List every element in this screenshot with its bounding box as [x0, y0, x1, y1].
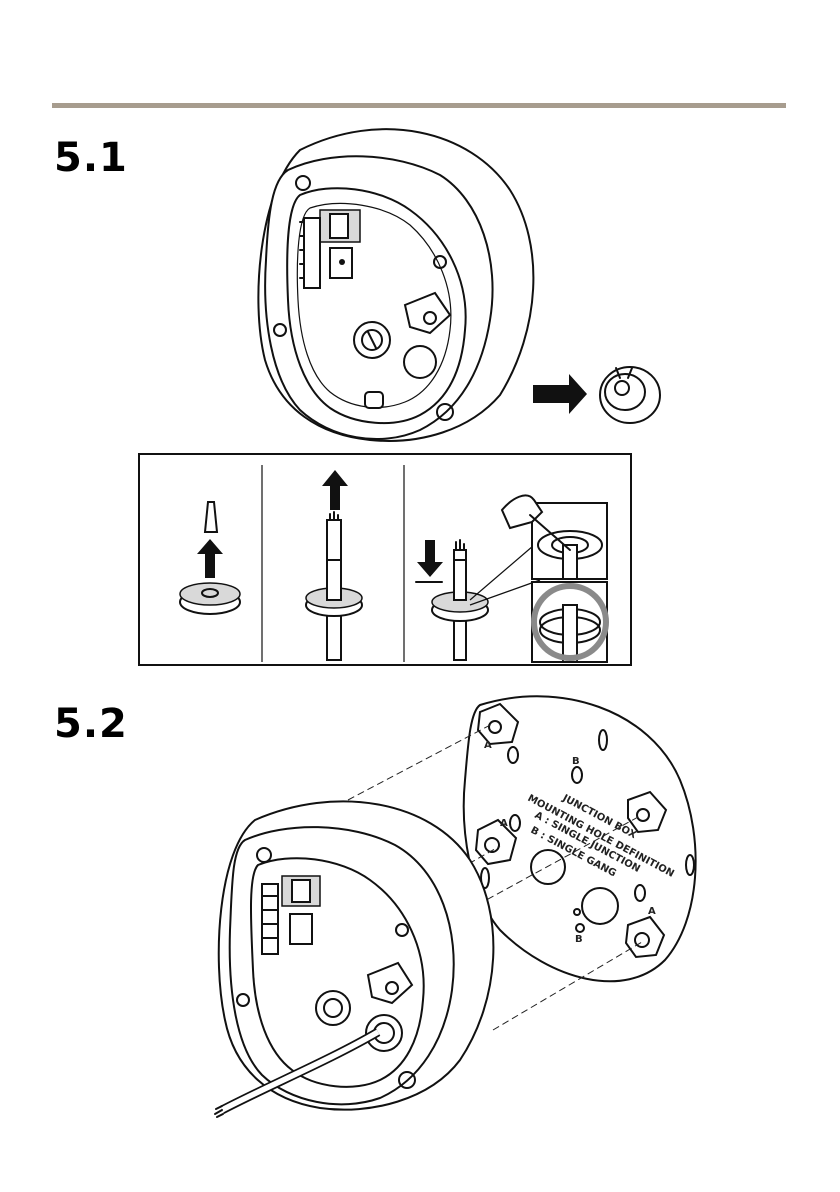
plate-mark-a-3: A — [648, 906, 656, 917]
junction-box-bottom — [219, 801, 494, 1109]
mounting-plate: JUNCTION BOX MOUNTING HOLE DEFINITION A … — [464, 696, 696, 981]
plate-mark-b-1: B — [572, 756, 580, 767]
arrow-right-icon — [533, 374, 587, 414]
junction-box-top — [258, 129, 533, 441]
removed-grommet — [600, 367, 660, 423]
plate-mark-b-2: B — [575, 934, 583, 945]
arrow-up-icon — [197, 539, 223, 578]
panel-pierce-grommet — [416, 495, 607, 662]
panel-remove-plug — [180, 502, 240, 614]
arrow-up-icon — [322, 470, 348, 510]
plate-mark-a-2: A — [500, 818, 508, 829]
plate-mark-a-1: A — [484, 740, 492, 751]
arrow-down-icon — [417, 540, 443, 577]
panel-push-cable — [306, 470, 362, 660]
